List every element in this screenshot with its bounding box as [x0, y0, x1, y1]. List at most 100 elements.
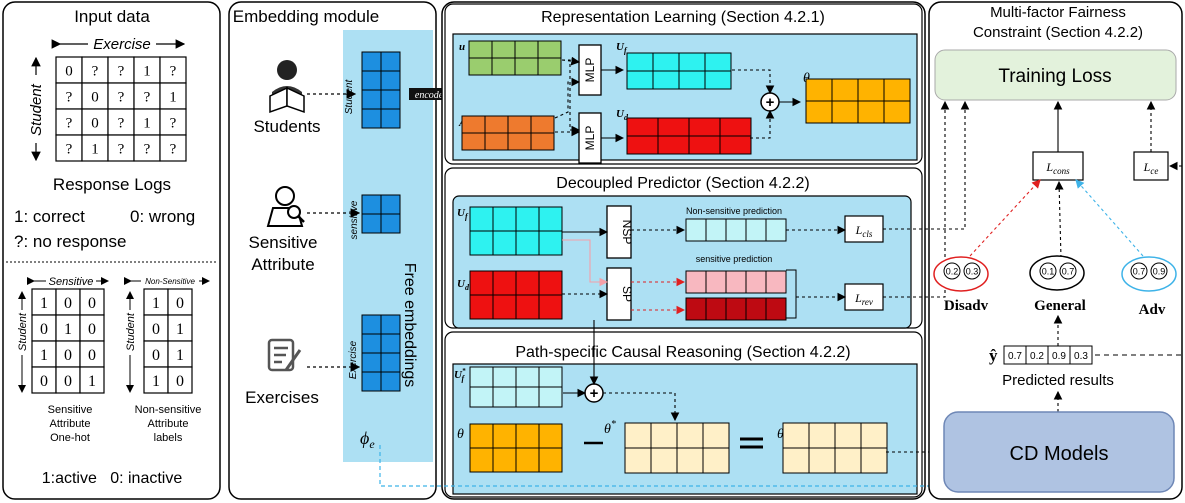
- uf-vector-cell: [704, 70, 732, 90]
- cd-models-label: CD Models: [1010, 443, 1109, 465]
- theta-vector-cell: [831, 100, 859, 124]
- theta-d-vector-cell: [808, 447, 836, 474]
- student-axis-label: Student: [28, 83, 45, 136]
- predicted-results-label: Predicted results: [1002, 372, 1114, 389]
- sensitive-vec-label: sensitive: [349, 200, 360, 239]
- sensitive-embedding-cell: [380, 194, 401, 215]
- uf-star-vector-cell: [469, 366, 494, 388]
- sensitive-cell-value: 0: [64, 373, 72, 390]
- response-cell: [133, 134, 161, 162]
- student-embedding-cell: [361, 70, 382, 91]
- theta-vector-cell: [857, 100, 885, 124]
- nonsensitive-cell: [167, 288, 193, 316]
- adv-value-circle: [1150, 262, 1168, 280]
- uf-dec-vector-cell: [538, 206, 563, 232]
- ud-dec-vector-cell: [538, 294, 563, 320]
- theta-d-vector-cell: [834, 422, 862, 449]
- student-side-label-1: Student: [17, 312, 29, 351]
- general-value: 0.7: [1062, 267, 1075, 277]
- center-module-panel: Representation Learning (Section 4.2.1) …: [441, 1, 942, 500]
- response-cell-value: ?: [170, 115, 177, 131]
- representation-vectors: [461, 40, 911, 155]
- nonsensitive-cell: [143, 314, 169, 342]
- uf-dec-label: Uf: [457, 207, 469, 221]
- sensitive-embedding-cell: [361, 194, 382, 215]
- response-cell: [55, 134, 83, 162]
- legend-wrong: 0: wrong: [130, 207, 195, 226]
- ud-vector-cell: [657, 117, 690, 137]
- exercise-embedding-cell: [361, 333, 382, 354]
- ud-vector-cell: [626, 135, 659, 155]
- decoupled-title: Decoupled Predictor (Section 4.2.2): [556, 175, 809, 192]
- response-cell-value: ?: [170, 141, 177, 157]
- theta-star-vector-cell: [702, 422, 730, 449]
- nonsensitive-cell-value: 0: [152, 347, 160, 364]
- exercise-embedding-cell: [361, 314, 382, 335]
- ud-dec-vector-cell: [492, 270, 517, 296]
- embedding-vectors: [361, 51, 401, 392]
- uf-dec-vector-cell: [492, 230, 517, 256]
- exercises-label: Exercises: [245, 388, 319, 407]
- response-cell-value: ?: [92, 63, 99, 79]
- s-prediction-cell: [745, 270, 767, 294]
- u-vector-cell: [537, 57, 562, 76]
- fairness-title-2: Constraint (Section 4.2.2): [973, 24, 1143, 41]
- uf-star-vector-cell: [492, 366, 517, 388]
- predicted-value: 0.7: [1008, 351, 1022, 362]
- theta-star-vector-cell: [676, 422, 704, 449]
- general-label: General: [1034, 298, 1086, 314]
- ud-vector-cell: [688, 117, 721, 137]
- response-cell: [159, 56, 187, 84]
- nonsens-caption-2: Attribute: [148, 418, 189, 430]
- exercise-vec-label: Exercise: [348, 340, 359, 379]
- response-cell-value: ?: [144, 141, 151, 157]
- y-hat-label: ŷ: [989, 346, 998, 365]
- ud-dec-vector-cell: [538, 270, 563, 296]
- exercise-embedding-cell: [361, 371, 382, 392]
- sensitive-cell-value: 0: [64, 295, 72, 312]
- response-cell-value: 1: [169, 89, 177, 105]
- response-cell: [159, 82, 187, 110]
- ud-dec-vector-cell: [492, 294, 517, 320]
- a-vector-cell: [461, 132, 486, 151]
- disadv-value: 0.3: [966, 267, 979, 277]
- response-cell-value: 1: [91, 141, 99, 157]
- sensitive-cell-value: 1: [64, 321, 72, 338]
- exercise-axis-label: Exercise: [93, 36, 151, 53]
- theta-star-vector-cell: [650, 422, 678, 449]
- sensitive-cell: [31, 288, 57, 316]
- cd-models-box: [943, 411, 1175, 493]
- u-vector-cell: [491, 40, 516, 59]
- nonsensitive-cell-value: 0: [176, 373, 184, 390]
- sensitive-cell: [79, 314, 105, 342]
- uf-star-vector-cell: [469, 386, 494, 408]
- response-cell: [81, 134, 109, 162]
- s-pred-label: sensitive prediction: [696, 254, 773, 264]
- sp-label: SP: [620, 286, 634, 302]
- ud-vector-cell: [688, 135, 721, 155]
- training-loss-box: [934, 49, 1177, 101]
- sensitive-cell-value: 1: [40, 347, 48, 364]
- encoder-arrow: [409, 80, 466, 108]
- theta-causal-vector-cell: [469, 423, 494, 449]
- uf-vector-cell: [652, 70, 680, 90]
- nsp-box: [606, 205, 632, 259]
- disadv-value: 0.2: [946, 267, 959, 277]
- training-loss-label: Training Loss: [998, 66, 1111, 87]
- adv-value: 0.9: [1153, 267, 1166, 277]
- predicted-cell: [1069, 345, 1093, 365]
- plus-sign-rep: +: [766, 94, 775, 111]
- ud-vector-cell: [626, 117, 659, 137]
- adv-value: 0.7: [1133, 267, 1146, 277]
- theta-star-vector-cell: [650, 447, 678, 474]
- theta-d-vector-cell: [808, 422, 836, 449]
- input-data-title: Input data: [74, 7, 150, 26]
- a-vector-cell: [507, 132, 532, 151]
- sens-caption-3: One-hot: [50, 432, 90, 444]
- causal-vectors: [469, 366, 888, 474]
- nonsensitive-cell: [167, 366, 193, 394]
- uf-star-vector-cell: [515, 386, 540, 408]
